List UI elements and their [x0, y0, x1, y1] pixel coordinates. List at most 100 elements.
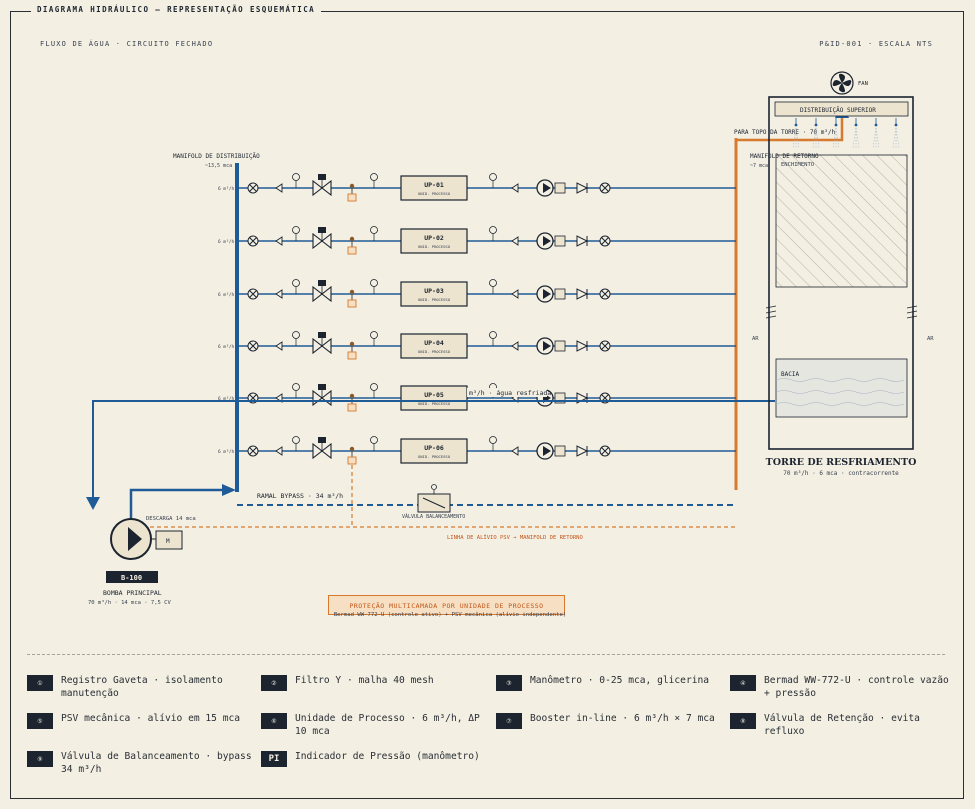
- basin-label: BACIA: [781, 371, 799, 378]
- pressure-gauge-icon: [370, 383, 378, 391]
- legend-badge: ⑨: [27, 751, 53, 767]
- pump-spec: 70 m³/h · 14 mca · 7,5 CV: [88, 599, 171, 606]
- fill-media: [775, 154, 908, 288]
- spray-icon: [792, 127, 800, 149]
- drawing-frame: [10, 11, 964, 799]
- nozzle-icon: [854, 123, 858, 127]
- legend-text: Indicador de Pressão (manômetro): [295, 751, 480, 762]
- legend-text: Unidade de Processo · 6 m³/h, ΔP 10 mca: [295, 713, 480, 737]
- legend-badge: ⑥: [261, 713, 287, 729]
- process-unit-box: [400, 281, 468, 307]
- balancing-valve[interactable]: [417, 484, 451, 513]
- legend-badge: ①: [27, 675, 53, 691]
- strainer-icon: [511, 236, 519, 246]
- psv-dot: [349, 289, 355, 295]
- pressure-gauge-icon: [489, 279, 497, 287]
- strainer-icon: [275, 289, 283, 299]
- booster-pump-arrow: [543, 183, 551, 193]
- booster-motor-icon: [554, 445, 566, 457]
- pressure-gauge-icon: [489, 436, 497, 444]
- pressure-gauge-icon: [292, 226, 300, 234]
- subtitle-left: FLUXO DE ÁGUA · CIRCUITO FECHADO: [40, 40, 214, 48]
- actuator-icon: [318, 174, 326, 180]
- strainer-icon: [275, 236, 283, 246]
- pressure-gauge-icon: [292, 383, 300, 391]
- gate-valve-cross: [249, 290, 257, 298]
- process-unit-sub: UNID. PROCESSO: [418, 191, 451, 196]
- spray-nozzles: [792, 118, 900, 149]
- psv-dot: [349, 341, 355, 347]
- gate-valve-cross: [249, 184, 257, 192]
- cold-water-arrow-icon: [86, 497, 100, 510]
- pressure-gauge-icon: [489, 331, 497, 339]
- psv-icon: [347, 403, 357, 412]
- pressure-gauge-icon: [489, 173, 497, 181]
- strainer-icon: [275, 341, 283, 351]
- supply-manifold-pressure: ~13,5 mca: [205, 163, 232, 169]
- process-unit-sub: UNID. PROCESSO: [418, 297, 451, 302]
- strainer-icon: [511, 446, 519, 456]
- branch-flow-label: 6 m³/h: [218, 344, 235, 350]
- distribution-label: DISTRIBUIÇÃO SUPERIOR: [800, 107, 876, 114]
- legend-item: ⑨ Válvula de Balanceamento · bypass 34 m³…: [27, 750, 252, 776]
- cold-water-label: m³/h · água resfriada: [469, 389, 551, 397]
- legend-badge: ④: [730, 675, 756, 691]
- legend-text: Manômetro · 0-25 mca, glicerina: [530, 675, 710, 686]
- process-unit-sub: UNID. PROCESSO: [418, 244, 451, 249]
- tower-spec: 70 m³/h · 6 mca · contracorrente: [783, 470, 899, 477]
- hydraulic-diagram: MANIFOLD DE DISTRIBUIÇÃO ~13,5 mca MANIF…: [86, 71, 934, 606]
- psv-icon: [347, 299, 357, 308]
- pressure-gauge-icon: [489, 226, 497, 234]
- pressure-gauge-icon: [370, 436, 378, 444]
- gate-valve-cross: [601, 237, 609, 245]
- tower-riser-pipe: [736, 118, 844, 142]
- psv-icon: [347, 193, 357, 202]
- spray-icon: [892, 127, 900, 149]
- booster-pump-arrow: [543, 446, 551, 456]
- diagram-title: DIAGRAMA HIDRÁULICO — REPRESENTAÇÃO ESQU…: [31, 5, 322, 14]
- pump-tag: B-100: [121, 574, 142, 582]
- fan-label: FAN: [858, 81, 868, 87]
- cooling-tower: DISTRIBUIÇÃO SUPERIOR ENCHIMENTO BACIA A…: [752, 96, 934, 450]
- legend-text: Válvula de Retenção · evita refluxo: [764, 713, 920, 737]
- check-valve-icon: [576, 445, 589, 457]
- psv-icon: [347, 351, 357, 360]
- spray-icon: [832, 127, 840, 149]
- nozzle-icon: [874, 123, 878, 127]
- relief-line-label: LINHA DE ALÍVIO PSV → MANIFOLD DE RETORN…: [447, 533, 583, 541]
- booster-motor-icon: [554, 182, 566, 194]
- legend-text: Válvula de Balanceamento · bypass 34 m³/…: [61, 751, 252, 775]
- process-unit-box: [400, 333, 468, 359]
- gate-valve-cross: [249, 447, 257, 455]
- fan-icon: [830, 71, 854, 95]
- process-unit-sub: UNID. PROCESSO: [418, 349, 451, 354]
- strainer-icon: [511, 183, 519, 193]
- main-pump[interactable]: [110, 518, 156, 560]
- process-unit-box: [400, 228, 468, 254]
- actuator-icon: [318, 280, 326, 286]
- to-tower-label: PARA TOPO DA TORRE · 70 m³/h: [734, 129, 836, 136]
- distribution-box: [774, 101, 909, 117]
- pump-motor: M: [155, 530, 183, 550]
- pump-tag-badge: [106, 571, 158, 583]
- process-unit-tag: UP-06: [424, 444, 444, 452]
- gate-valve-cross: [249, 342, 257, 350]
- basin: [775, 358, 908, 418]
- branch-flow-label: 6 m³/h: [218, 449, 235, 455]
- spray-icon: [872, 127, 880, 149]
- process-unit-sub: UNID. PROCESSO: [418, 454, 451, 459]
- subtitle-right: P&ID-001 · ESCALA NTS: [819, 40, 933, 48]
- fill-label: ENCHIMENTO: [781, 162, 814, 168]
- check-valve-icon: [576, 288, 589, 300]
- spray-icon: [852, 127, 860, 149]
- process-unit-sub: UNID. PROCESSO: [418, 401, 451, 406]
